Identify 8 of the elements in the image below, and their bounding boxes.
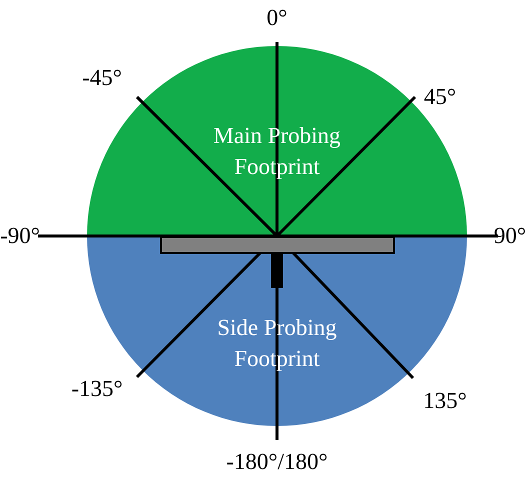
angle-label: 135° [423,388,467,414]
angle-label: -135° [71,376,123,402]
angle-label: 45° [424,84,456,110]
angle-label: 0° [266,5,288,31]
angle-label: -180°/180° [226,449,328,475]
angle-label: -45° [82,65,122,91]
angle-label: -90° [0,223,40,249]
angle-label: 90° [494,223,526,249]
